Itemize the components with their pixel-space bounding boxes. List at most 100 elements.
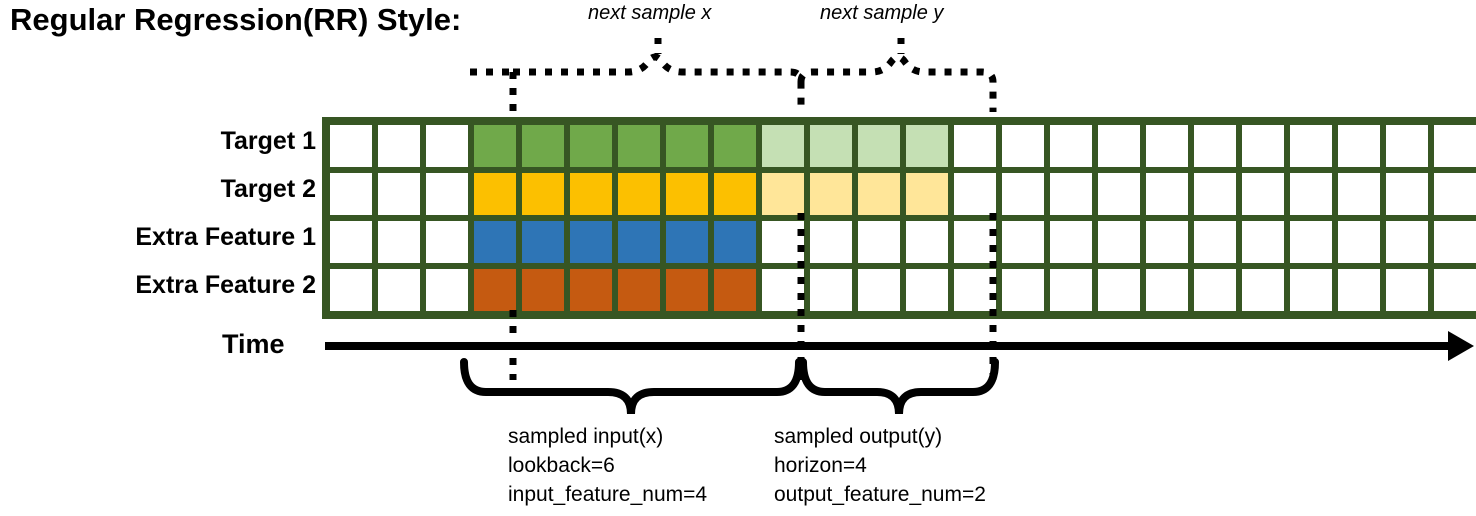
grid-cell [855, 218, 903, 266]
label-next-sample-x: next sample x [588, 2, 712, 24]
grid-cell [471, 218, 519, 266]
grid-cell [567, 218, 615, 266]
brace-sampled-input [460, 358, 803, 415]
annotation-input-lookback: lookback=6 [508, 454, 615, 477]
time-axis-label: Time [222, 329, 285, 359]
grid-cell [951, 218, 999, 266]
grid-cell [1287, 122, 1335, 170]
grid-cell [855, 170, 903, 218]
grid-cell [327, 170, 375, 218]
row-label-target-2: Target 2 [220, 175, 316, 203]
grid-cell [375, 122, 423, 170]
grid-cell [1383, 170, 1431, 218]
grid-cell [1143, 266, 1191, 314]
grid-cell [663, 218, 711, 266]
grid-cell [999, 170, 1047, 218]
grid-cell [663, 122, 711, 170]
grid-cell [1287, 170, 1335, 218]
grid-cell [807, 218, 855, 266]
grid-cell [327, 218, 375, 266]
grid-cell [1095, 122, 1143, 170]
annotation-input-feature-num: input_feature_num=4 [508, 483, 708, 506]
grid-cell [711, 266, 759, 314]
time-axis-arrow [325, 331, 1474, 361]
grid-cell [471, 122, 519, 170]
grid-cell [519, 170, 567, 218]
grid-cell [1383, 218, 1431, 266]
grid-cell [1335, 170, 1383, 218]
grid-cell [1431, 218, 1476, 266]
brace-tick-marks [654, 38, 905, 54]
grid-cell [375, 218, 423, 266]
grid-cell [327, 266, 375, 314]
grid-cell [423, 266, 471, 314]
grid-cell [1191, 218, 1239, 266]
grid-cell [1047, 218, 1095, 266]
grid-cell [759, 218, 807, 266]
grid-cell [1047, 122, 1095, 170]
grid-cell [327, 122, 375, 170]
grid-cell [519, 122, 567, 170]
grid-cell [951, 266, 999, 314]
annotation-output-horizon: horizon=4 [774, 454, 867, 477]
grid-cell [1239, 170, 1287, 218]
grid-cell [1239, 266, 1287, 314]
grid-cell [567, 266, 615, 314]
grid-cell [1143, 122, 1191, 170]
grid-cell [1239, 122, 1287, 170]
annotation-sampled-input: sampled input(x) lookback=6 input_featur… [508, 422, 707, 509]
grid-cell [855, 266, 903, 314]
row-label-target-1: Target 1 [220, 127, 316, 155]
grid-cell [375, 266, 423, 314]
row-label-extra-feature-2: Extra Feature 2 [135, 271, 316, 299]
grid-cell [1191, 266, 1239, 314]
grid-cell [951, 170, 999, 218]
grid-cell [1431, 170, 1476, 218]
brace-next-sample-x [509, 53, 805, 112]
grid-cell [471, 170, 519, 218]
grid-cell [1095, 170, 1143, 218]
grid-cell [471, 266, 519, 314]
grid-cell [807, 170, 855, 218]
row-label-extra-feature-1: Extra Feature 1 [135, 223, 316, 251]
grid-cell [711, 218, 759, 266]
timeseries-grid [322, 117, 1476, 319]
grid-cell [663, 266, 711, 314]
grid-cell [1047, 170, 1095, 218]
page-title: Regular Regression(RR) Style: [10, 2, 462, 37]
grid-cell [711, 122, 759, 170]
grid-cell [1287, 266, 1335, 314]
grid-cell [375, 170, 423, 218]
grid-cell [759, 266, 807, 314]
grid-cell [1383, 122, 1431, 170]
grid-cell [1431, 266, 1476, 314]
brace-sampled-output [799, 358, 999, 415]
grid-cell [615, 170, 663, 218]
grid-cell [1335, 266, 1383, 314]
grid-cell [759, 170, 807, 218]
grid-cell [807, 122, 855, 170]
grid-cell [423, 218, 471, 266]
grid-cell [999, 122, 1047, 170]
grid-cell [999, 218, 1047, 266]
grid-cell [423, 122, 471, 170]
grid-cell [615, 218, 663, 266]
grid-cell [951, 122, 999, 170]
annotation-output-feature-num: output_feature_num=2 [774, 483, 986, 506]
grid-cell [855, 122, 903, 170]
grid-cell [1239, 218, 1287, 266]
grid-cell [1143, 170, 1191, 218]
grid-cell [903, 170, 951, 218]
grid-cell [1143, 218, 1191, 266]
grid-cell [903, 218, 951, 266]
annotation-input-title: sampled input(x) [508, 425, 664, 448]
grid-cell [567, 122, 615, 170]
grid-cell [1287, 218, 1335, 266]
grid-cell [1095, 218, 1143, 266]
grid-cell [615, 122, 663, 170]
grid-cell [519, 218, 567, 266]
grid-cell [423, 170, 471, 218]
grid-cell [999, 266, 1047, 314]
grid-cell [759, 122, 807, 170]
grid-cell [519, 266, 567, 314]
